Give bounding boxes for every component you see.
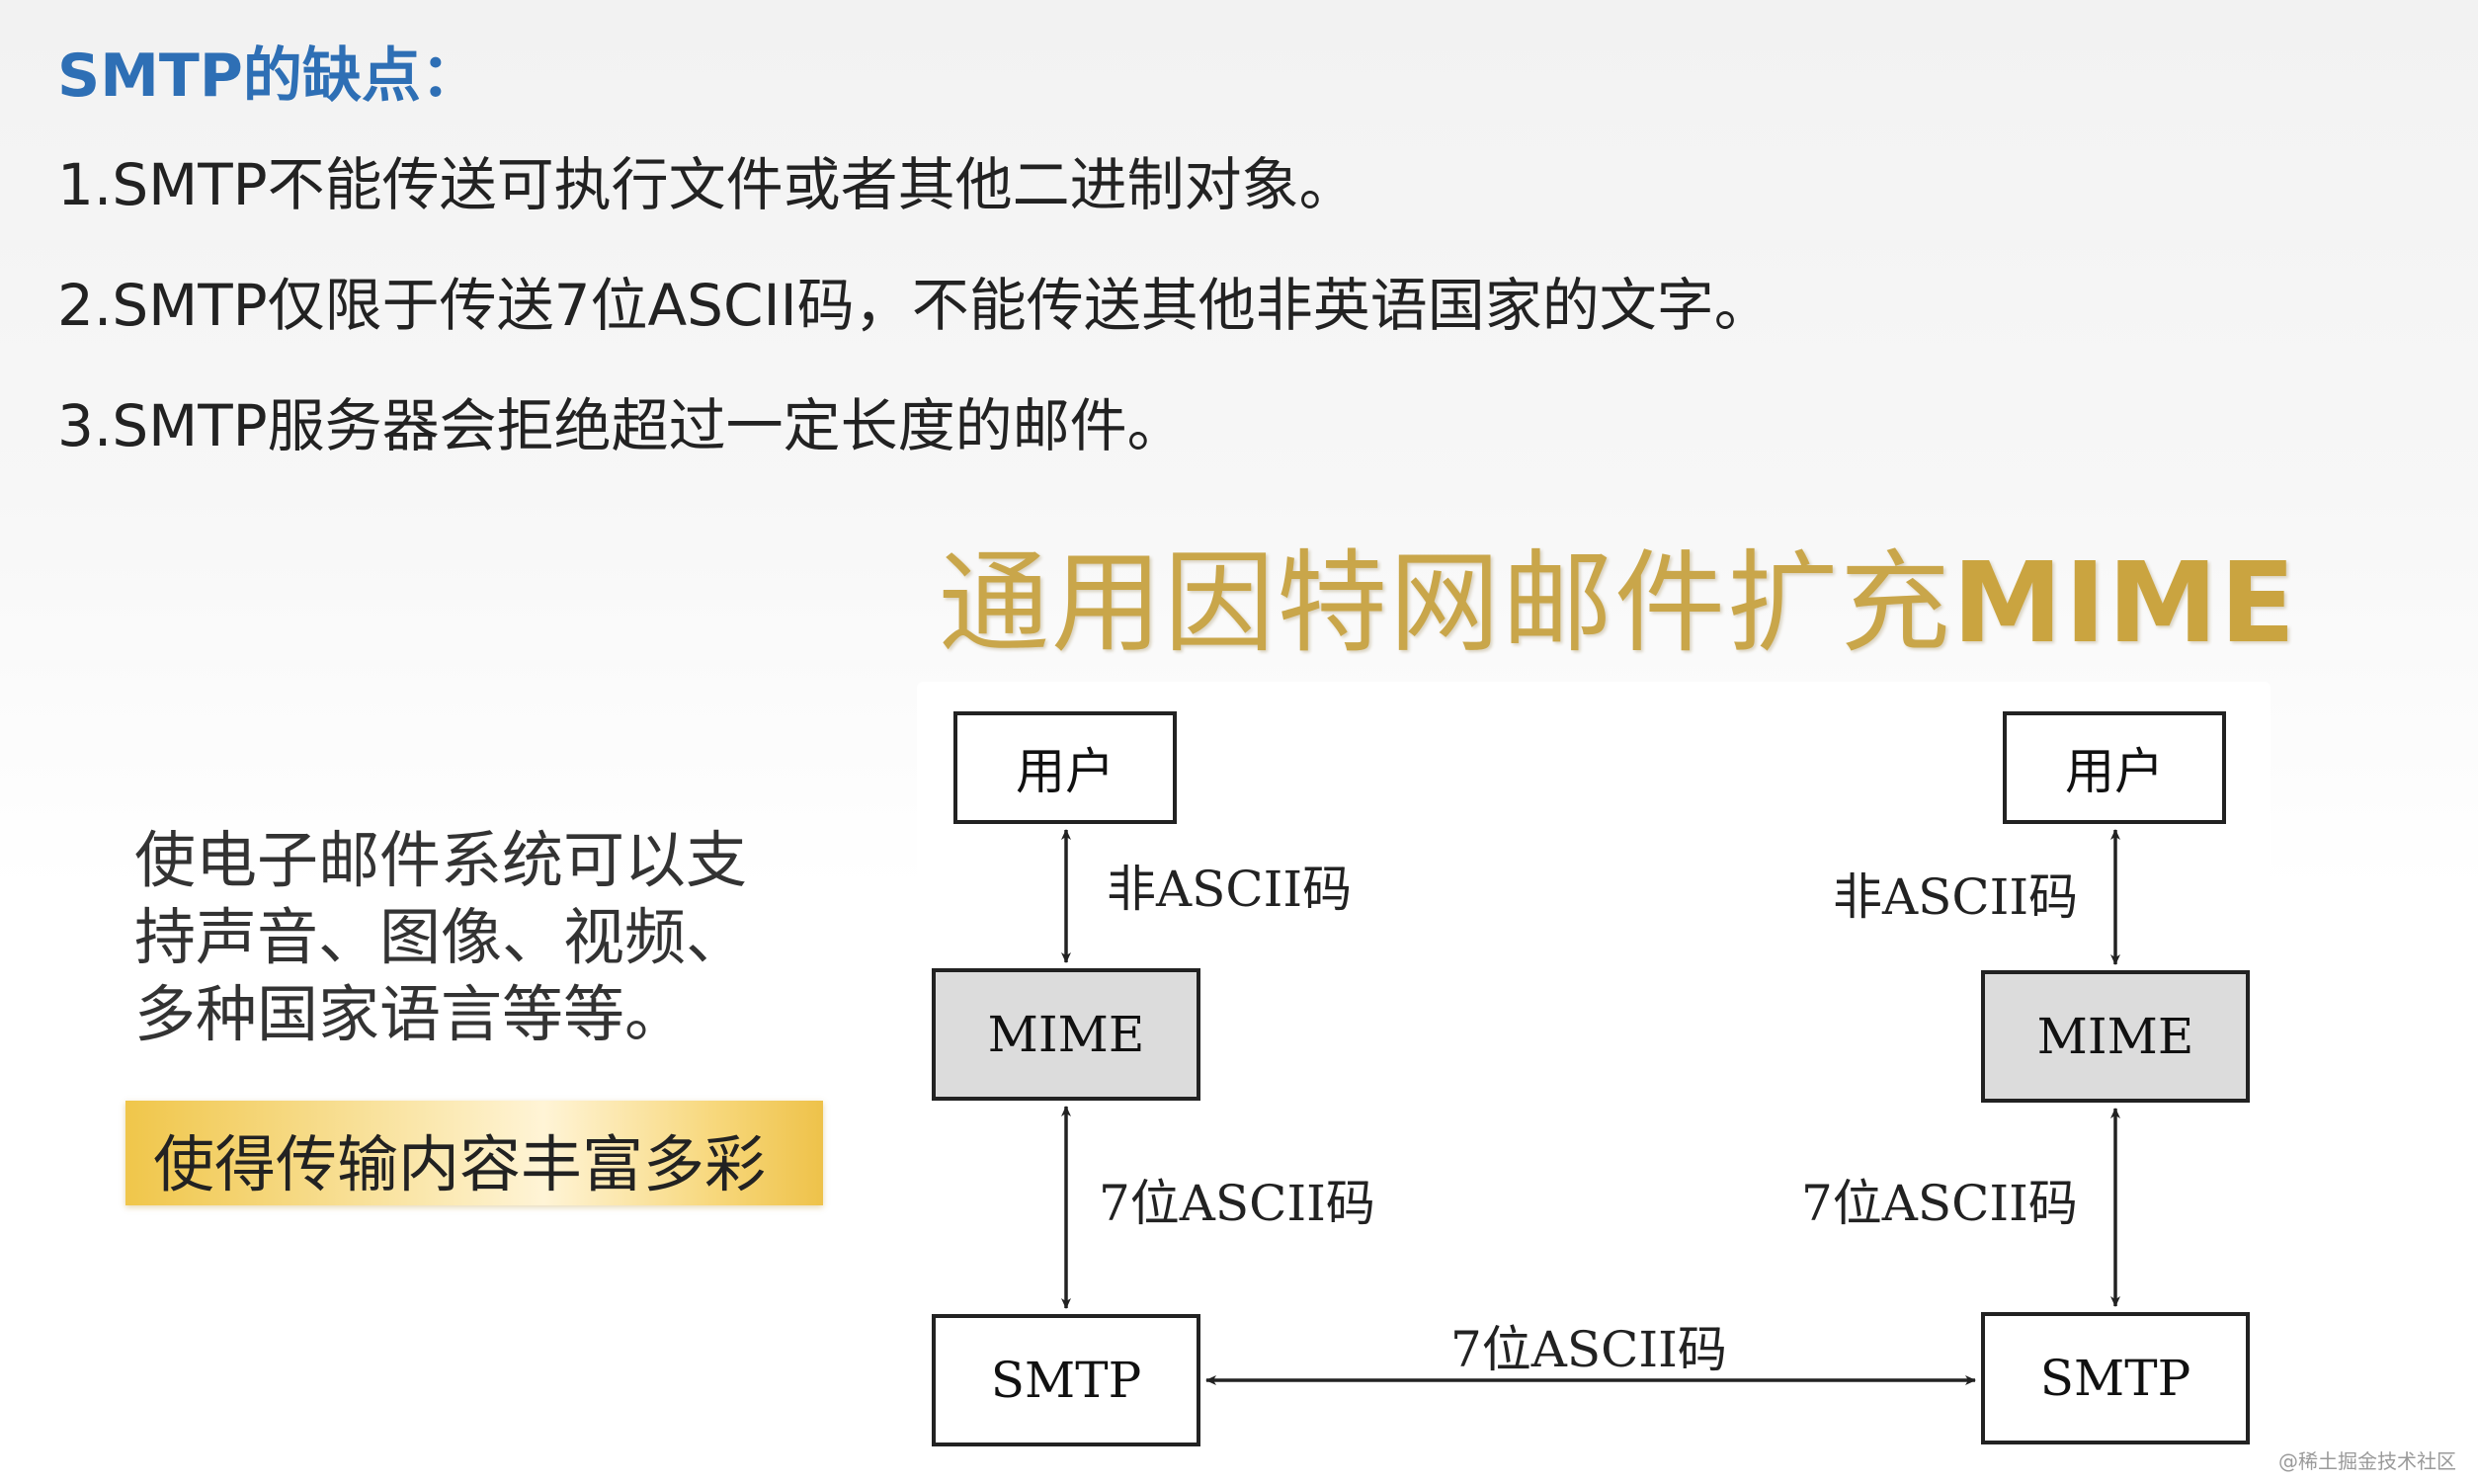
point-2: 2.SMTP仅限于传送7位ASCII码，不能传送其他非英语国家的文字。 <box>57 272 1772 339</box>
right-smtp-box: SMTP <box>1981 1312 2250 1444</box>
mime-title: 通用因特网邮件扩充MIME <box>939 514 2297 674</box>
description-line-2: 持声音、图像、视频、 <box>134 901 748 973</box>
mime-title-latin: MIME <box>1952 539 2298 668</box>
mime-description: 使电子邮件系统可以支 持声音、图像、视频、 多种国家语言等等。 <box>134 822 806 1053</box>
highlight-banner: 使得传输内容丰富多彩 <box>125 1101 823 1205</box>
middle-label-7bit-ascii: 7位ASCII码 <box>1450 1321 1727 1378</box>
right-mime-box: MIME <box>1981 970 2250 1103</box>
mime-title-cn: 通用因特网邮件扩充 <box>939 539 1952 668</box>
highlight-text: 使得传输内容丰富多彩 <box>153 1128 767 1200</box>
description-line-3: 多种国家语言等等。 <box>134 978 687 1050</box>
description-line-1: 使电子邮件系统可以支 <box>134 824 748 896</box>
left-mime-box: MIME <box>932 968 1200 1101</box>
left-label-non-ascii: 非ASCII码 <box>1107 861 1353 918</box>
left-label-7bit-ascii: 7位ASCII码 <box>1099 1175 1375 1232</box>
left-smtp-box: SMTP <box>932 1314 1200 1446</box>
left-user-box: 用户 <box>953 711 1177 824</box>
section-heading: SMTP的缺点： <box>57 41 480 111</box>
right-label-7bit-ascii: 7位ASCII码 <box>1801 1175 2078 1232</box>
right-label-non-ascii: 非ASCII码 <box>1833 868 2079 926</box>
right-user-box: 用户 <box>2003 711 2226 824</box>
watermark: @稀土掘金技术社区 <box>2278 1449 2456 1473</box>
point-3: 3.SMTP服务器会拒绝超过一定长度的邮件。 <box>57 392 1185 459</box>
point-1: 1.SMTP不能传送可执行文件或者其他二进制对象。 <box>57 151 1357 218</box>
